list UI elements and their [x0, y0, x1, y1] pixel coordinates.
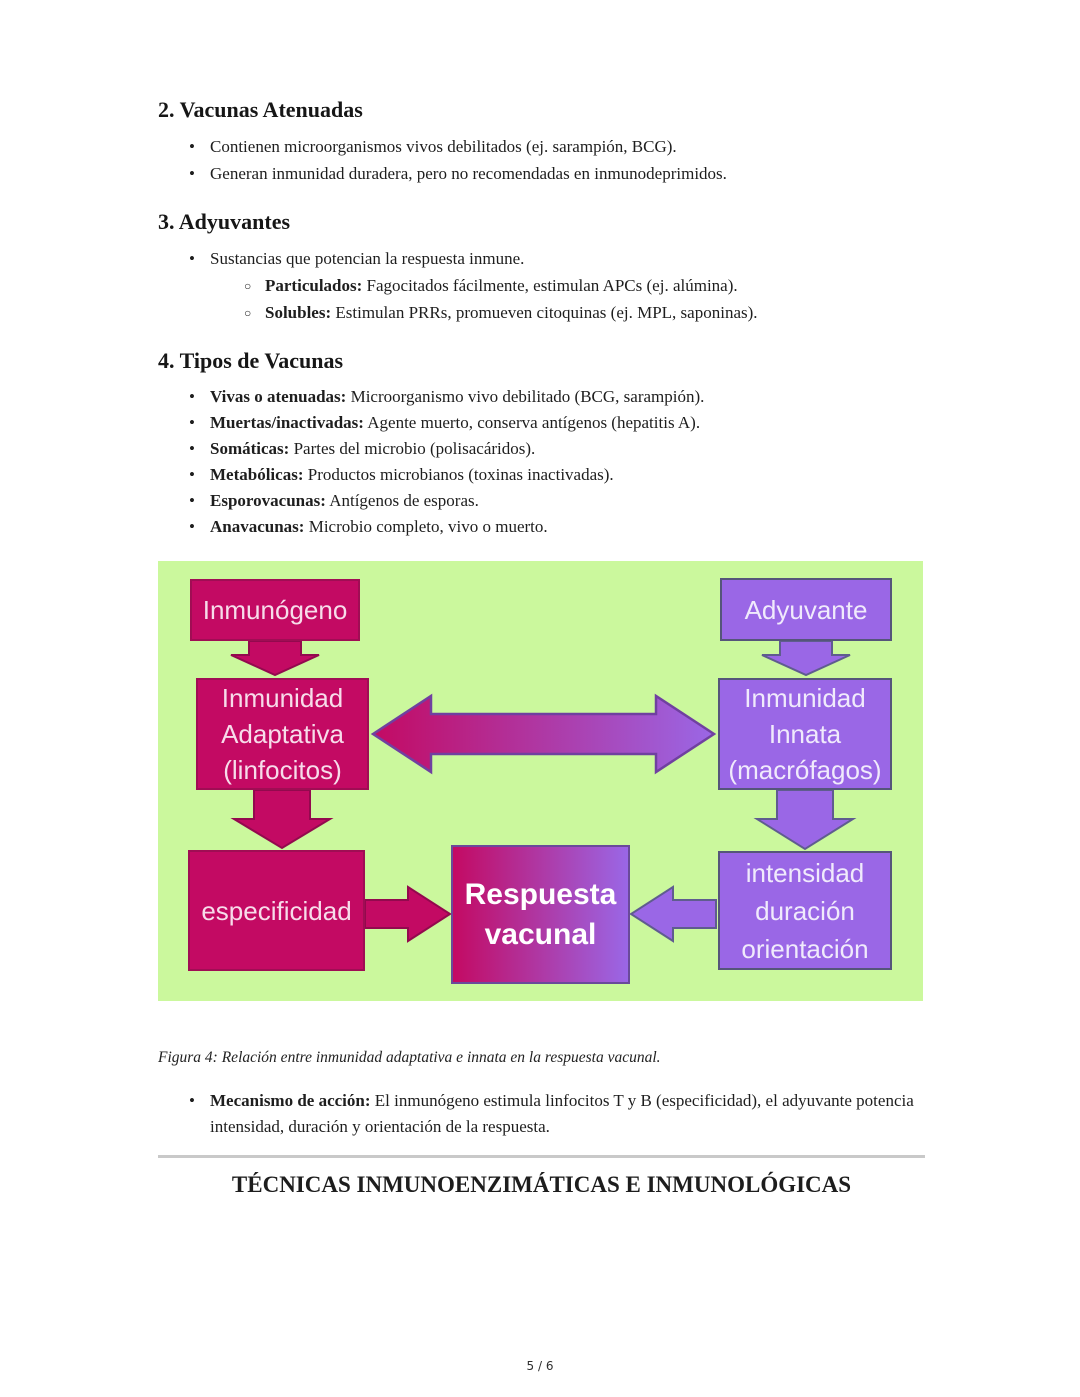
figure-box-label: (macrófagos) — [728, 755, 882, 785]
bullet-list: Vivas o atenuadas: Microorganismo vivo d… — [158, 384, 925, 540]
figure-box-label: orientación — [741, 933, 869, 964]
figure-box-adyuvante: Adyuvante — [720, 578, 892, 641]
figure-box-inmunidad-innata: Inmunidad Innata (macrófagos) — [718, 678, 892, 790]
right-arrow-especificidad-icon — [364, 885, 452, 943]
term-label: Somáticas: — [210, 439, 290, 458]
term-label: Solubles: — [265, 303, 332, 322]
sub-bullet-list: Particulados: Fagocitados fácilmente, es… — [210, 272, 925, 327]
list-item-text: Sustancias que potencian la respuesta in… — [210, 249, 525, 268]
list-item: Esporovacunas: Antígenos de esporas. — [189, 488, 925, 514]
list-item: Generan inmunidad duradera, pero no reco… — [189, 160, 925, 187]
section-vacunas-atenuadas: 2. Vacunas Atenuadas Contienen microorga… — [158, 96, 925, 187]
page-number: 5 / 6 — [526, 1359, 554, 1373]
term-text: Partes del microbio (polisacáridos). — [293, 439, 536, 458]
figure-box-label: Inmunidad — [221, 683, 344, 713]
figure-box-label: Inmunógeno — [202, 595, 348, 625]
mechanism-list: Mecanismo de acción: El inmunógeno estim… — [158, 1088, 925, 1140]
figure-box-intensidad-duracion-orientacion: intensidad duración orientación — [718, 851, 892, 970]
term-label: Vivas o atenuadas: — [210, 387, 347, 406]
term-label: Anavacunas: — [210, 517, 305, 536]
list-item: Solubles: Estimulan PRRs, promueven cito… — [244, 299, 925, 327]
figure-box-label: vacunal — [484, 917, 597, 951]
figure-box-label: Adyuvante — [744, 594, 868, 625]
bullet-list: Contienen microorganismos vivos debilita… — [158, 133, 925, 187]
left-arrow-intensidad-icon — [629, 885, 717, 943]
term-text: Antígenos de esporas. — [329, 491, 479, 510]
figure-box-inmunogeno: Inmunógeno — [190, 579, 360, 641]
section-heading: 2. Vacunas Atenuadas — [158, 97, 363, 122]
section-adyuvantes: 3. Adyuvantes Sustancias que potencian l… — [158, 208, 925, 327]
term-text: Agente muerto, conserva antígenos (hepat… — [367, 413, 701, 432]
list-item: Mecanismo de acción: El inmunógeno estim… — [189, 1088, 925, 1140]
down-arrow-innata-icon — [753, 789, 857, 851]
down-arrow-adaptativa-icon — [230, 789, 334, 850]
page-content: 2. Vacunas Atenuadas Contienen microorga… — [0, 0, 1080, 1198]
figure-box-label: intensidad — [745, 857, 865, 888]
figure-box-respuesta-vacunal: Respuesta vacunal — [451, 845, 630, 984]
figure-box-label: Respuesta — [464, 877, 617, 911]
term-label: Mecanismo de acción: — [210, 1091, 371, 1110]
figure-caption: Figura 4: Relación entre inmunidad adapt… — [158, 1049, 661, 1066]
term-label: Metabólicas: — [210, 465, 304, 484]
list-item: Sustancias que potencian la respuesta in… — [189, 245, 925, 327]
list-item: Vivas o atenuadas: Microorganismo vivo d… — [189, 384, 925, 410]
next-section-title: TÉCNICAS INMUNOENZIMÁTICAS E INMUNOLÓGIC… — [231, 1172, 852, 1197]
figure-box-label: Innata — [768, 719, 842, 749]
term-text: Productos microbianos (toxinas inactivad… — [307, 465, 614, 484]
down-arrow-adyuvante-icon — [761, 640, 851, 677]
list-item: Metabólicas: Productos microbianos (toxi… — [189, 462, 925, 488]
term-text: Microbio completo, vivo o muerto. — [308, 517, 548, 536]
term-label: Esporovacunas: — [210, 491, 326, 510]
list-item: Contienen microorganismos vivos debilita… — [189, 133, 925, 160]
section-divider — [158, 1155, 925, 1158]
list-item: Anavacunas: Microbio completo, vivo o mu… — [189, 514, 925, 540]
list-item: Particulados: Fagocitados fácilmente, es… — [244, 272, 925, 300]
figure-box-inmunidad-adaptativa: Inmunidad Adaptativa (linfocitos) — [196, 678, 369, 790]
term-text: Estimulan PRRs, promueven citoquinas (ej… — [335, 303, 758, 322]
list-item: Muertas/inactivadas: Agente muerto, cons… — [189, 410, 925, 436]
figure-box-label: duración — [755, 895, 855, 926]
term-text: Microorganismo vivo debilitado (BCG, sar… — [350, 387, 705, 406]
down-arrow-inmunogeno-icon — [230, 640, 320, 677]
figure-box-label: (linfocitos) — [223, 755, 342, 785]
figure-box-label: especificidad — [201, 895, 352, 926]
list-item: Somáticas: Partes del microbio (polisacá… — [189, 436, 925, 462]
figure-box-label: Adaptativa — [221, 719, 344, 749]
section-tipos-de-vacunas: 4. Tipos de Vacunas Vivas o atenuadas: M… — [158, 347, 925, 540]
term-label: Particulados: — [265, 276, 363, 295]
section-heading: 3. Adyuvantes — [158, 209, 291, 234]
figure-immunity-diagram: Inmunógeno Adyuvante Inmunidad Adaptativ… — [158, 561, 923, 1001]
figure-arrows — [230, 640, 857, 943]
term-text: Fagocitados fácilmente, estimulan APCs (… — [366, 276, 738, 295]
figure-box-especificidad: especificidad — [188, 850, 365, 971]
figure-box-label: Inmunidad — [744, 683, 866, 713]
bullet-list: Sustancias que potencian la respuesta in… — [158, 245, 925, 327]
term-text: El inmunógeno estimula linfocitos T y B … — [210, 1091, 914, 1136]
double-arrow-adaptativa-innata-icon — [370, 693, 717, 775]
term-label: Muertas/inactivadas: — [210, 413, 364, 432]
section-heading: 4. Tipos de Vacunas — [158, 348, 344, 373]
